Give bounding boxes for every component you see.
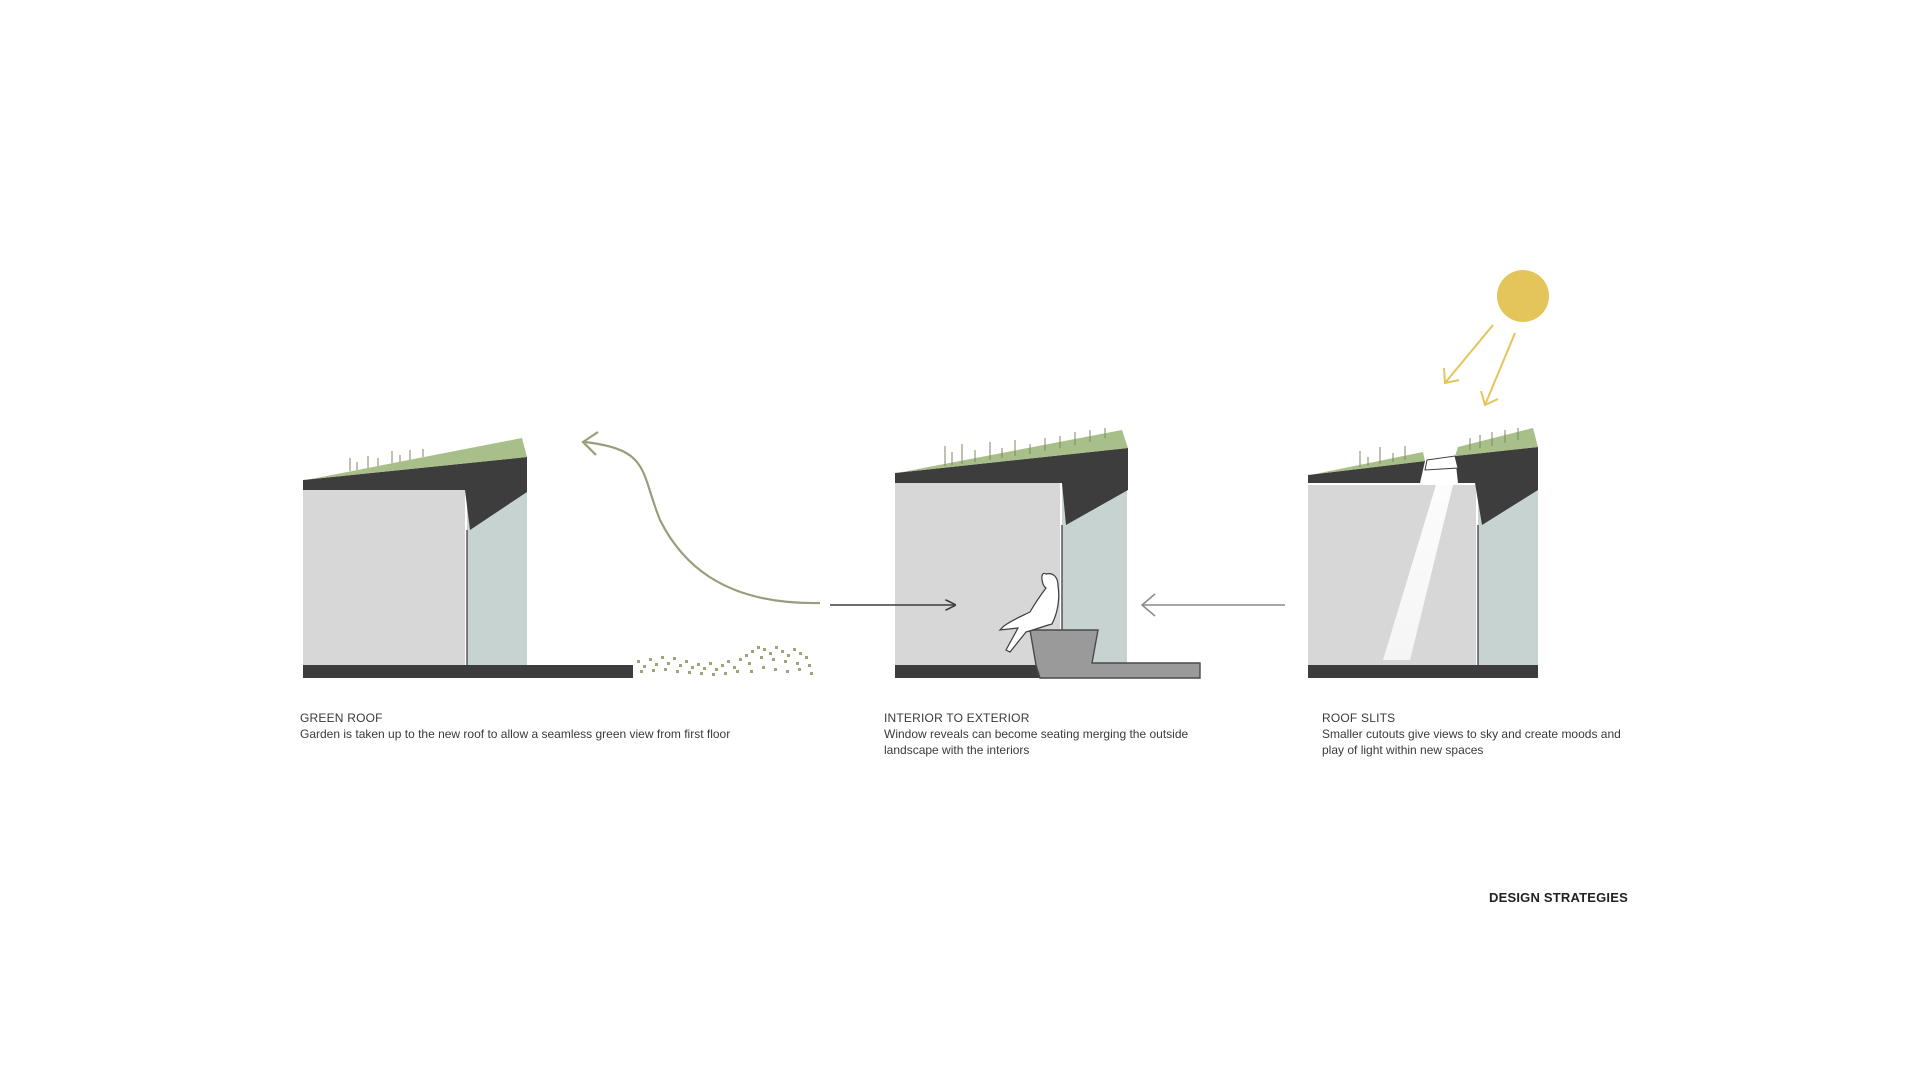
strategy-description: Smaller cutouts give views to sky and cr… <box>1322 727 1621 757</box>
landscape-hatch-icon <box>637 646 813 676</box>
person-seated-icon <box>998 572 1060 653</box>
green-roof-icon <box>1455 428 1538 456</box>
sunray-arrow-icon <box>1443 324 1516 407</box>
roof-slab <box>303 457 527 530</box>
green-roof-section <box>303 431 821 678</box>
arrow-left-icon <box>1140 593 1285 617</box>
strategy-title: INTERIOR TO EXTERIOR <box>884 711 1030 725</box>
roof-slab <box>1308 461 1425 483</box>
building-wall <box>303 490 465 665</box>
light-beam-icon <box>1383 465 1458 660</box>
curved-arrow-icon <box>584 440 821 605</box>
roof-slits-section <box>1308 270 1549 678</box>
strategy-description: Garden is taken up to the new roof to al… <box>300 727 731 741</box>
roof-slab <box>895 448 1128 525</box>
sun-icon <box>1497 270 1549 322</box>
strategy-title: GREEN ROOF <box>300 711 383 725</box>
strategy-description: Window reveals can become seating mergin… <box>884 727 1189 757</box>
curved-arrow-head <box>581 431 599 456</box>
strategy-title: ROOF SLITS <box>1322 711 1396 725</box>
floor-slab <box>303 665 633 678</box>
page-title: DESIGN STRATEGIES <box>1489 890 1628 905</box>
interior-exterior-section <box>830 428 1285 679</box>
green-roof-icon <box>303 438 527 480</box>
strategy-caption-interior-exterior: INTERIOR TO EXTERIOR Window reveals can … <box>884 710 1214 758</box>
floor-slab <box>895 665 1040 678</box>
roof-slab <box>1455 447 1538 525</box>
strategy-caption-roof-slits: ROOF SLITS Smaller cutouts give views to… <box>1322 710 1642 758</box>
roof-slit <box>1424 455 1459 471</box>
green-roof-icon <box>1308 452 1425 475</box>
strategy-caption-green-roof: GREEN ROOF Garden is taken up to the new… <box>300 710 760 742</box>
window-seat <box>1029 629 1201 679</box>
green-roof-icon <box>895 430 1128 473</box>
floor-slab <box>1308 665 1538 678</box>
